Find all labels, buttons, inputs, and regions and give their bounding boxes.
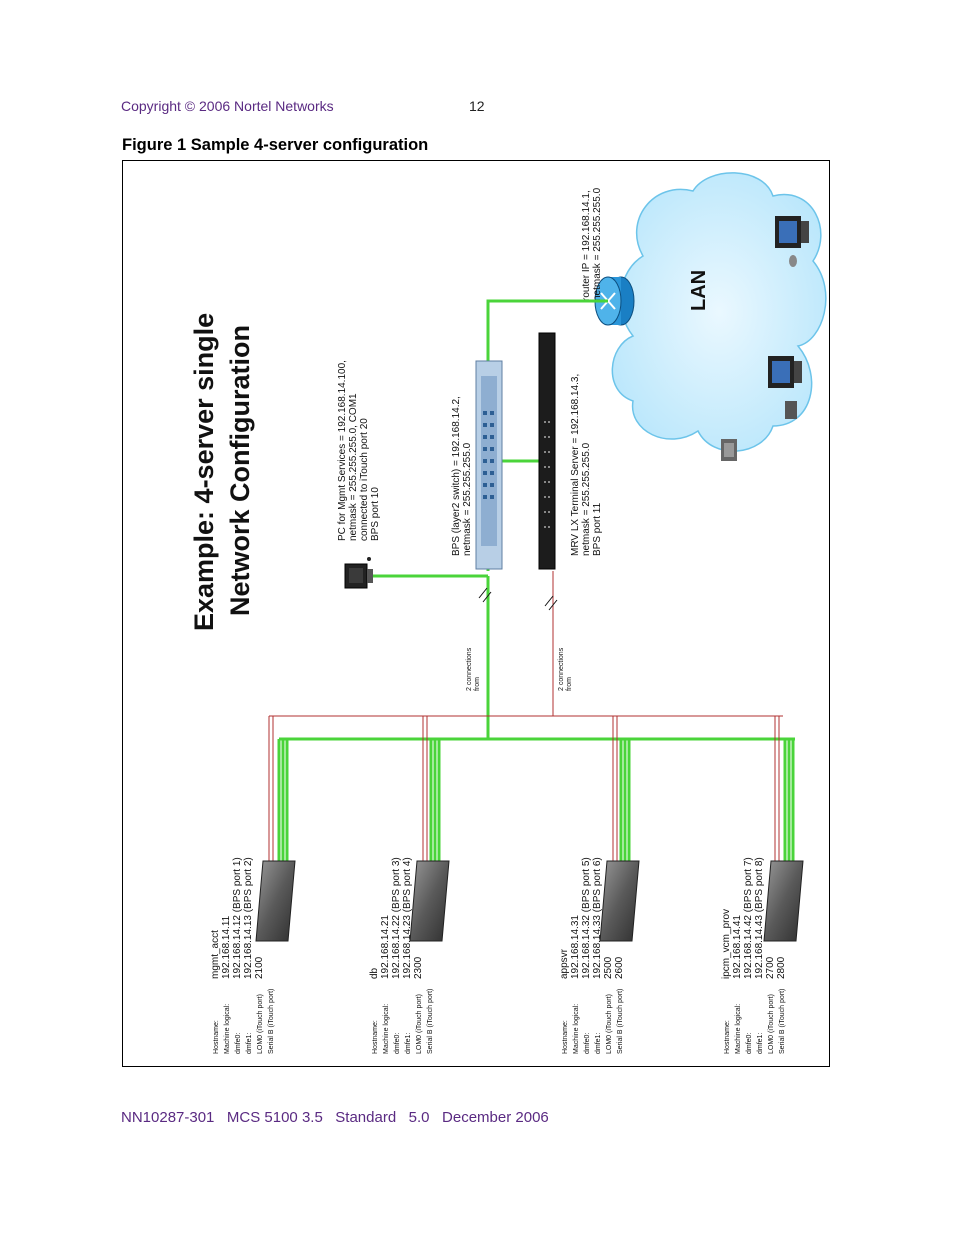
bps-info: BPS (layer2 switch) = 192.168.14.2, netm… <box>451 393 473 556</box>
server-icon <box>599 860 640 942</box>
server-2-info: Hostname: Machine logical: dmfe0: dmfe1:… <box>369 854 434 1054</box>
page-number: 12 <box>469 98 485 114</box>
lan-label: LAN <box>688 270 710 311</box>
server-1-links <box>277 739 289 861</box>
svg-text:Hostname: Machine logica: Hostname: Machine logical: dmfe0: dmfe1:… <box>724 989 786 1054</box>
server-4-info: Hostname: Machine logical: dmfe0: dmfe1:… <box>721 854 787 1054</box>
terminal-server-info: MRV LX Terminal Server = 192.168.14.3, n… <box>570 371 603 556</box>
svg-text:mgmt_acct 192.168.14.11: mgmt_acct 192.168.14.11 192.168.14.12 (B… <box>210 854 265 979</box>
server-4-links <box>783 739 795 861</box>
server-icon <box>763 860 804 942</box>
terminal-line-2: netmask = 255.255.255.0 <box>581 442 592 556</box>
lan-computer-icon <box>775 216 809 267</box>
terminal-line-1: MRV LX Terminal Server = 192.168.14.3, <box>570 374 581 556</box>
connections-label-bps: 2 connections from <box>466 646 481 691</box>
diagram-title-line1: Example: 4-server single <box>189 313 219 631</box>
svg-text:db 192.168.14.21 1: db 192.168.14.21 192.168.14.22 (BPS port… <box>369 854 424 979</box>
pc-info: PC for Mgmt Services = 192.168.14.100, n… <box>337 357 381 541</box>
connections-label-terminal: 2 connections from <box>558 646 573 691</box>
document-footer: NN10287-301 MCS 5100 3.5 Standard 5.0 De… <box>121 1109 549 1126</box>
svg-text:appsvr 192.168.14.31: appsvr 192.168.14.31 192.168.14.32 (BPS … <box>559 854 625 979</box>
terminal-server <box>538 332 556 570</box>
svg-text:Hostname: Machine logica: Hostname: Machine logical: dmfe0: dmfe1:… <box>213 989 275 1054</box>
break-marks <box>478 587 558 611</box>
bps-line-2: netmask = 255.255.255.0 <box>462 442 473 556</box>
pc-line-2: netmask = 255.255.255.0, COM1 <box>348 393 359 541</box>
router-line-2: netmask = 255.255.255.0 <box>592 187 603 301</box>
router-info: router IP = 192.168.14.1, netmask = 255.… <box>581 187 603 301</box>
server-3-links <box>619 739 631 861</box>
server-icon <box>255 860 296 942</box>
server-3-info: Hostname: Machine logical: dmfe0: dmfe1:… <box>559 854 625 1054</box>
server-icon <box>409 860 450 942</box>
router-icon <box>594 276 635 326</box>
bps-switch <box>475 360 503 570</box>
lan-computer-icon <box>768 356 802 419</box>
pc-line-4: BPS port 10 <box>370 487 381 541</box>
diagram-title-line2: Network Configuration <box>225 325 255 616</box>
server-1-info: Hostname: Machine logical: dmfe0: dmfe1:… <box>210 854 275 1054</box>
network-diagram: LAN router IP = 192.168.14.1, netmask = … <box>189 172 827 1054</box>
svg-text:ipcm_vcm_prov 192.168.14: ipcm_vcm_prov 192.168.14.41 192.168.14.4… <box>721 854 787 979</box>
pc-icon <box>344 557 373 589</box>
svg-text:Hostname: Machine logica: Hostname: Machine logical: dmfe0: dmfe1:… <box>372 989 434 1054</box>
serial-links <box>268 571 783 861</box>
pc-line-1: PC for Mgmt Services = 192.168.14.100, <box>337 360 348 541</box>
pc-line-3: connected to iTouch port 20 <box>359 418 370 541</box>
bps-line-1: BPS (layer2 switch) = 192.168.14.2, <box>451 396 462 556</box>
figure-caption: Figure 1 Sample 4-server configuration <box>122 136 429 154</box>
server-2-links <box>429 739 441 861</box>
copyright-text: Copyright © 2006 Nortel Networks <box>121 98 334 114</box>
terminal-line-3: BPS port 11 <box>592 502 603 556</box>
figure-frame: LAN router IP = 192.168.14.1, netmask = … <box>122 160 830 1067</box>
lan-computer-icon <box>721 439 737 461</box>
svg-text:Hostname: Machine logica: Hostname: Machine logical: dmfe0: dmfe1:… <box>562 989 624 1054</box>
router-line-1: router IP = 192.168.14.1, <box>581 190 592 301</box>
